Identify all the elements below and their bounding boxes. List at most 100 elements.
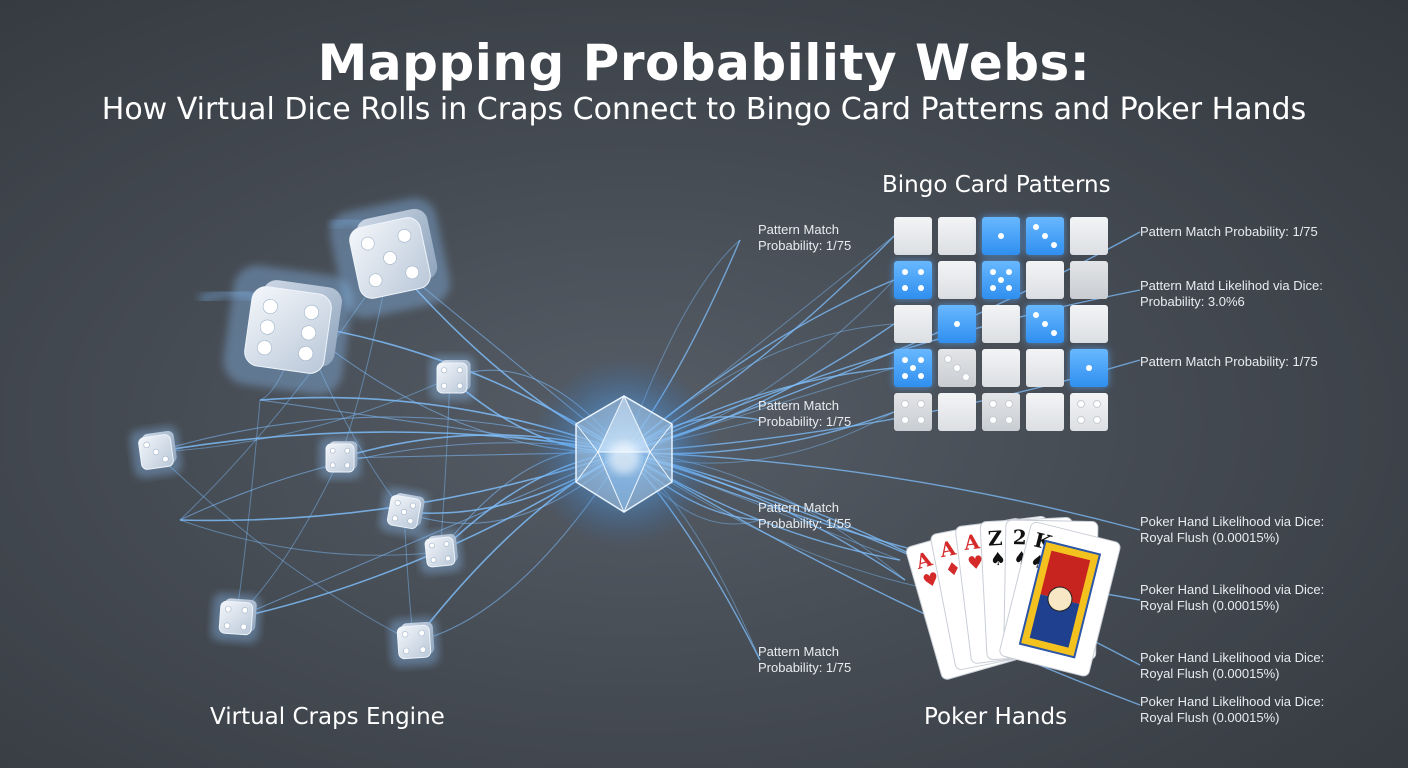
die-pip: [918, 357, 924, 363]
bingo-cell: [894, 349, 932, 387]
die-pip: [1042, 233, 1048, 239]
card-rank: A: [912, 546, 935, 574]
bingo-cell: [982, 261, 1020, 299]
die-icon: [389, 617, 439, 667]
bingo-card-grid: [894, 217, 1112, 431]
die-pip: [918, 401, 924, 407]
bingo-cell: [894, 305, 932, 343]
die-pip: [902, 357, 908, 363]
die-pip: [1078, 401, 1084, 407]
die-pip: [990, 417, 996, 423]
die-pip: [902, 285, 908, 291]
bingo-cell: [1070, 349, 1108, 387]
card-rank: A: [962, 529, 982, 555]
bingo-cell: [1026, 305, 1064, 343]
card-suit: ♥: [966, 552, 985, 575]
bingo-cell: [1026, 349, 1064, 387]
poker-section-label: Poker Hands: [924, 704, 1068, 730]
card-suit: ♠: [989, 549, 1006, 571]
bingo-cell: [1026, 393, 1064, 431]
poker-annotation: Poker Hand Likelihood via Dice:Royal Flu…: [1140, 650, 1325, 681]
poker-annotation: Poker Hand Likelihood via Dice:Royal Flu…: [1140, 694, 1325, 725]
die-pip: [1086, 365, 1092, 371]
die-pip: [1033, 312, 1039, 318]
poker-cards-fan: A♥♥A♦♦A♥♥Z♠♠2♠♠K♠: [905, 515, 1121, 680]
die-icon: [130, 426, 182, 478]
die-pip: [918, 285, 924, 291]
die-pip: [998, 277, 1004, 283]
card-suit: ♥: [920, 568, 941, 593]
connection-line: [154, 451, 415, 643]
die-pip: [1094, 417, 1100, 423]
connection-line: [439, 377, 451, 553]
bingo-cell: [894, 393, 932, 431]
die-pip: [1006, 285, 1012, 291]
bingo-cell: [938, 305, 976, 343]
die-pip: [1042, 321, 1048, 327]
card-rank: 2: [1012, 525, 1026, 549]
bingo-annotation: Pattern Match Probability: 1/75: [1140, 354, 1318, 369]
poker-annotation: Poker Hand Likelihood via Dice:Royal Flu…: [1140, 514, 1325, 545]
die-pip: [902, 269, 908, 275]
bingo-cell: [938, 393, 976, 431]
die-pip: [1094, 401, 1100, 407]
die-pip: [1051, 330, 1057, 336]
connection-line: [154, 377, 451, 453]
bingo-annotation: Pattern Match Probability: 1/75: [1140, 224, 1318, 239]
die-pip: [990, 285, 996, 291]
bingo-cell: [982, 217, 1020, 255]
bingo-cell: [938, 349, 976, 387]
bingo-cell: [982, 349, 1020, 387]
dice-cluster: [130, 197, 475, 667]
die-pip: [1006, 269, 1012, 275]
die-pip: [1051, 242, 1057, 248]
bingo-cell: [982, 305, 1020, 343]
bingo-cell: [1070, 261, 1108, 299]
card-rank: Z: [987, 526, 1003, 551]
bingo-cell: [1026, 217, 1064, 255]
die-pip: [1006, 401, 1012, 407]
playing-card-icon: K♠: [999, 521, 1121, 677]
die-pip: [954, 321, 960, 327]
die-icon: [319, 437, 361, 479]
bingo-annotation: Pattern Matd Likelihod via Dice:Probabil…: [1140, 278, 1323, 309]
bingo-cell: [894, 217, 932, 255]
die-pip: [918, 373, 924, 379]
die-icon: [417, 529, 463, 575]
die-pip: [998, 233, 1004, 239]
bingo-cell: [1070, 217, 1108, 255]
face-card-art: [1047, 586, 1073, 612]
hub-icosahedron-icon: [529, 357, 719, 547]
die-pip: [918, 417, 924, 423]
card-suit: ♦: [943, 558, 963, 582]
bingo-cell: [1070, 393, 1108, 431]
bingo-cell: [1070, 305, 1108, 343]
page-subtitle: How Virtual Dice Rolls in Craps Connect …: [101, 92, 1307, 127]
die-pip: [918, 269, 924, 275]
die-pip: [1033, 224, 1039, 230]
die-icon: [223, 265, 353, 395]
connection-line: [179, 519, 441, 556]
bingo-section-label: Bingo Card Patterns: [882, 172, 1111, 198]
die-pip: [990, 269, 996, 275]
die-icon: [329, 197, 451, 319]
die-pip: [1006, 417, 1012, 423]
die-icon: [211, 593, 261, 643]
connection-line: [235, 399, 261, 619]
bingo-cell: [1026, 261, 1064, 299]
die-pip: [1078, 417, 1084, 423]
page-title: Mapping Probability Webs:: [317, 34, 1091, 92]
die-pip: [954, 365, 960, 371]
die-pip: [945, 356, 951, 362]
poker-annotation: Poker Hand Likelihood via Dice:Royal Flu…: [1140, 582, 1325, 613]
bingo-cell: [938, 217, 976, 255]
card-rank: A: [937, 536, 958, 563]
die-pip: [990, 401, 996, 407]
die-pip: [902, 417, 908, 423]
craps-section-label: Virtual Craps Engine: [210, 704, 445, 730]
die-pip: [902, 401, 908, 407]
